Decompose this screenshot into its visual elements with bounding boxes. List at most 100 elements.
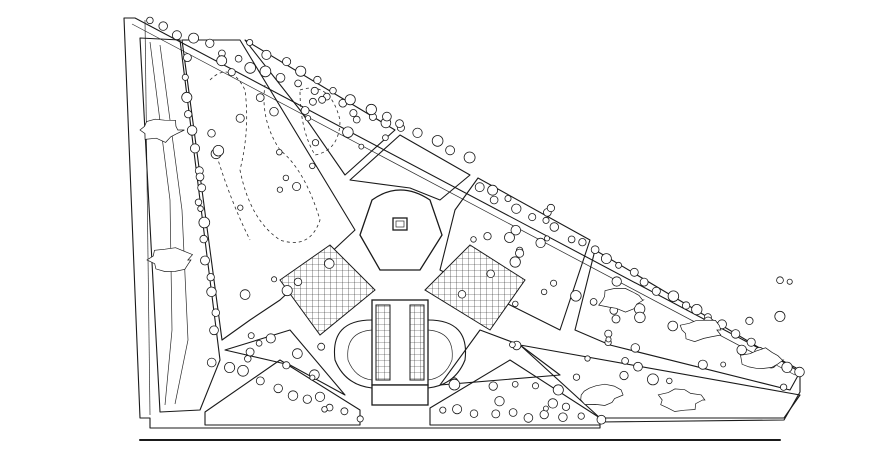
tree-symbol [651, 286, 661, 296]
tree-symbol [206, 357, 217, 368]
tree-symbol [508, 408, 518, 417]
tree-symbol [774, 310, 786, 322]
tree-symbol [181, 91, 193, 103]
tree-symbol [287, 390, 299, 401]
tree-symbol [255, 93, 265, 102]
shrub-cluster [139, 118, 185, 143]
tree-symbol [539, 409, 549, 420]
tree-symbol [206, 286, 217, 298]
tree-symbol [182, 53, 192, 62]
tree-symbol [216, 55, 228, 67]
tree-symbol [779, 383, 788, 391]
tree-symbol [543, 405, 549, 412]
tree-symbol [275, 73, 286, 83]
tree-symbol [314, 391, 326, 402]
tree-symbol [532, 382, 540, 390]
tree-symbol [318, 95, 327, 104]
tree-symbol [577, 412, 585, 420]
tree-symbol [611, 314, 621, 324]
tree-symbol [382, 134, 389, 142]
tree-symbol [528, 213, 537, 222]
tree-symbol [245, 347, 255, 357]
tree-symbol [329, 86, 337, 95]
tree-symbol [619, 370, 629, 381]
tree-symbol [342, 126, 354, 138]
southwest-lawn [204, 329, 361, 426]
tree-symbol [171, 30, 182, 41]
tree-symbol [282, 361, 291, 370]
tree-symbol [547, 398, 558, 409]
tree-symbol [736, 344, 747, 356]
tree-symbol [647, 373, 659, 386]
tree-symbol [542, 216, 550, 224]
tree-symbol [786, 278, 793, 285]
tree-symbol [746, 337, 756, 347]
tree-symbol [294, 79, 302, 88]
tree-symbol [561, 402, 571, 411]
tree-symbol [200, 255, 210, 266]
tree-symbol [570, 290, 582, 302]
tree-symbol [194, 198, 203, 206]
central-building [359, 189, 443, 271]
west-parterre [279, 244, 376, 336]
east-parterre [424, 244, 526, 331]
tree-symbol [611, 276, 622, 287]
tree-symbol [546, 203, 556, 213]
tree-symbol [239, 289, 251, 300]
tree-symbol [352, 115, 361, 124]
tree-symbol [295, 65, 307, 77]
tree-symbol [469, 409, 479, 418]
shrub-cluster [740, 347, 785, 369]
tree-symbol [745, 316, 754, 325]
tree-symbol [558, 412, 568, 422]
tree-symbol [184, 110, 193, 119]
tree-symbol [584, 355, 591, 362]
tree-symbol [227, 68, 236, 77]
tree-symbol [439, 406, 447, 414]
tree-symbol [206, 273, 215, 282]
tree-symbol [209, 325, 219, 336]
tree-symbol [244, 62, 257, 74]
tree-symbol [605, 336, 612, 343]
tree-symbol [667, 290, 680, 302]
tree-symbol [639, 277, 649, 287]
tree-symbol [300, 106, 310, 115]
tree-symbol [681, 301, 691, 310]
tree-symbol [198, 216, 211, 229]
tree-symbol [197, 183, 207, 193]
tree-symbol [578, 238, 587, 247]
tree-symbol [309, 374, 316, 381]
tree-symbol [511, 203, 522, 214]
tree-symbol [308, 97, 317, 106]
tree-symbol [535, 237, 546, 248]
shrub-cluster [146, 247, 194, 272]
tree-symbol [224, 361, 236, 373]
tree-symbol [356, 415, 364, 423]
tree-symbol [601, 253, 612, 265]
tree-symbol [781, 361, 793, 373]
tree-symbol [494, 396, 505, 407]
tree-symbol [261, 49, 272, 60]
tree-symbol [634, 311, 646, 324]
tree-symbol [510, 224, 522, 236]
tree-symbol [567, 235, 576, 244]
tree-symbol [199, 234, 208, 244]
tree-symbol [452, 404, 463, 415]
tree-symbol [552, 384, 564, 396]
tree-symbol [313, 75, 322, 85]
tree-symbol [486, 269, 495, 278]
tree-symbol [431, 135, 444, 147]
tree-symbol [448, 378, 461, 391]
tree-symbol [265, 333, 276, 344]
central-axis [371, 299, 429, 406]
tree-symbol [292, 348, 303, 359]
tree-symbol [276, 186, 283, 193]
tree-symbol [281, 285, 293, 297]
tree-symbol [630, 343, 641, 353]
tree-symbol [666, 377, 673, 385]
tree-symbol [697, 359, 708, 370]
tree-symbol [590, 245, 600, 255]
tree-symbol [572, 373, 581, 381]
tree-symbol [512, 300, 519, 308]
